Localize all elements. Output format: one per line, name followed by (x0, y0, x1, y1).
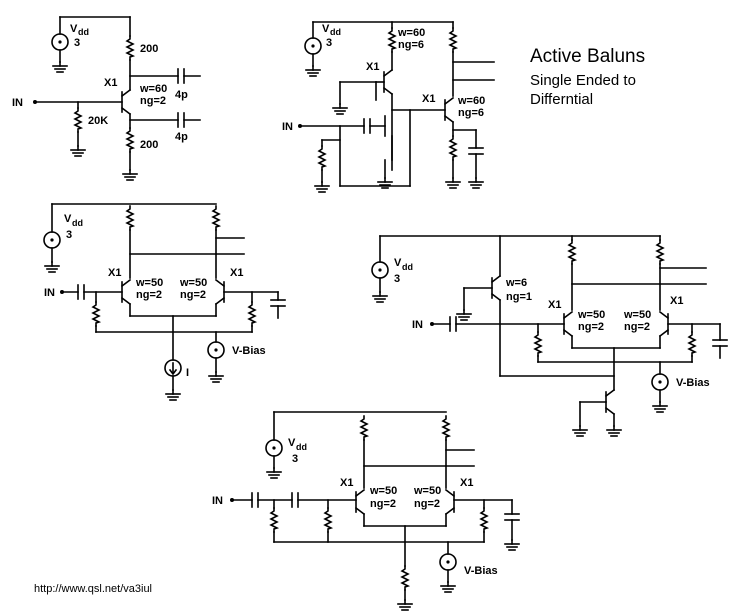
svg-text:3: 3 (292, 453, 298, 465)
svg-text:w=60: w=60 (457, 95, 485, 107)
c3-input-label: IN (44, 287, 55, 299)
c1-vdd-label: V (70, 23, 78, 35)
svg-text:X1: X1 (108, 267, 121, 279)
svg-text:w=6: w=6 (505, 277, 527, 289)
c1-r-top-label: 200 (140, 43, 158, 55)
c2-vdd-label: V (322, 23, 330, 35)
svg-text:200: 200 (140, 139, 158, 151)
diagram-subtitle-line1: Single Ended to (530, 72, 636, 89)
svg-text:ng=2: ng=2 (136, 289, 162, 301)
svg-text:4p: 4p (175, 89, 188, 101)
svg-text:ng=6: ng=6 (398, 39, 424, 51)
svg-text:w=50: w=50 (413, 485, 441, 497)
c4-input-label: IN (412, 319, 423, 331)
svg-text:w=60: w=60 (139, 83, 167, 95)
svg-text:V-Bias: V-Bias (464, 565, 498, 577)
svg-text:w=50: w=50 (577, 309, 605, 321)
diagram-title: Active Baluns (530, 46, 645, 67)
svg-text:ng=2: ng=2 (414, 498, 440, 510)
svg-text:w=50: w=50 (623, 309, 651, 321)
circuit-2-two-stage-balun: V dd 3 w=60 ng=6 X1 X1 w=60 ng=6 (282, 21, 495, 193)
svg-text:V-Bias: V-Bias (676, 377, 710, 389)
svg-text:4p: 4p (175, 131, 188, 143)
svg-text:I: I (186, 367, 189, 379)
svg-text:ng=2: ng=2 (180, 289, 206, 301)
svg-text:X1: X1 (340, 477, 353, 489)
c4-vdd-label: V (394, 257, 402, 269)
svg-text:w=50: w=50 (179, 277, 207, 289)
svg-text:V-Bias: V-Bias (232, 345, 266, 357)
svg-text:ng=2: ng=2 (578, 321, 604, 333)
c1-x1-label: X1 (104, 77, 117, 89)
svg-text:X1: X1 (548, 299, 561, 311)
svg-text:dd: dd (78, 27, 89, 37)
circuit-4-differential-pair-active-source: V dd 3 w=6 ng=1 X1 X1 w=50 ng=2 w=50 ng=… (371, 235, 728, 437)
c3-vdd-label: V (64, 213, 72, 225)
circuit-5-differential-pair-tail-resistor: V dd 3 X1 X1 w=50 ng=2 w=50 ng=2 IN (212, 411, 520, 611)
svg-text:3: 3 (66, 229, 72, 241)
svg-text:X1: X1 (422, 93, 435, 105)
svg-text:dd: dd (330, 27, 341, 37)
circuit-3-differential-pair-current-source: V dd 3 X1 X1 w=50 ng=2 w=50 ng=2 I (43, 203, 286, 401)
c5-input-label: IN (212, 495, 223, 507)
svg-text:3: 3 (394, 273, 400, 285)
svg-text:3: 3 (74, 37, 80, 49)
source-url: http://www.qsl.net/va3iul (34, 583, 152, 595)
svg-text:3: 3 (326, 37, 332, 49)
circuit-1-common-source-balun: V dd 3 200 X1 w=60 ng=2 4p 4p 200 IN (12, 16, 201, 181)
diagram-subtitle-line2: Differntial (530, 91, 593, 108)
svg-text:ng=2: ng=2 (624, 321, 650, 333)
svg-text:dd: dd (296, 442, 307, 452)
svg-text:X1: X1 (366, 61, 379, 73)
svg-text:X1: X1 (460, 477, 473, 489)
c2-input-label: IN (282, 121, 293, 133)
svg-text:ng=6: ng=6 (458, 107, 484, 119)
svg-text:X1: X1 (230, 267, 243, 279)
svg-text:w=50: w=50 (135, 277, 163, 289)
svg-text:dd: dd (402, 262, 413, 272)
c1-input-label: IN (12, 97, 23, 109)
svg-text:w=60: w=60 (397, 27, 425, 39)
svg-text:w=50: w=50 (369, 485, 397, 497)
svg-text:ng=2: ng=2 (370, 498, 396, 510)
svg-text:ng=1: ng=1 (506, 291, 532, 303)
svg-text:dd: dd (72, 218, 83, 228)
c5-vdd-label: V (288, 437, 296, 449)
svg-text:ng=2: ng=2 (140, 95, 166, 107)
svg-text:20K: 20K (88, 115, 108, 127)
svg-text:X1: X1 (670, 295, 683, 307)
